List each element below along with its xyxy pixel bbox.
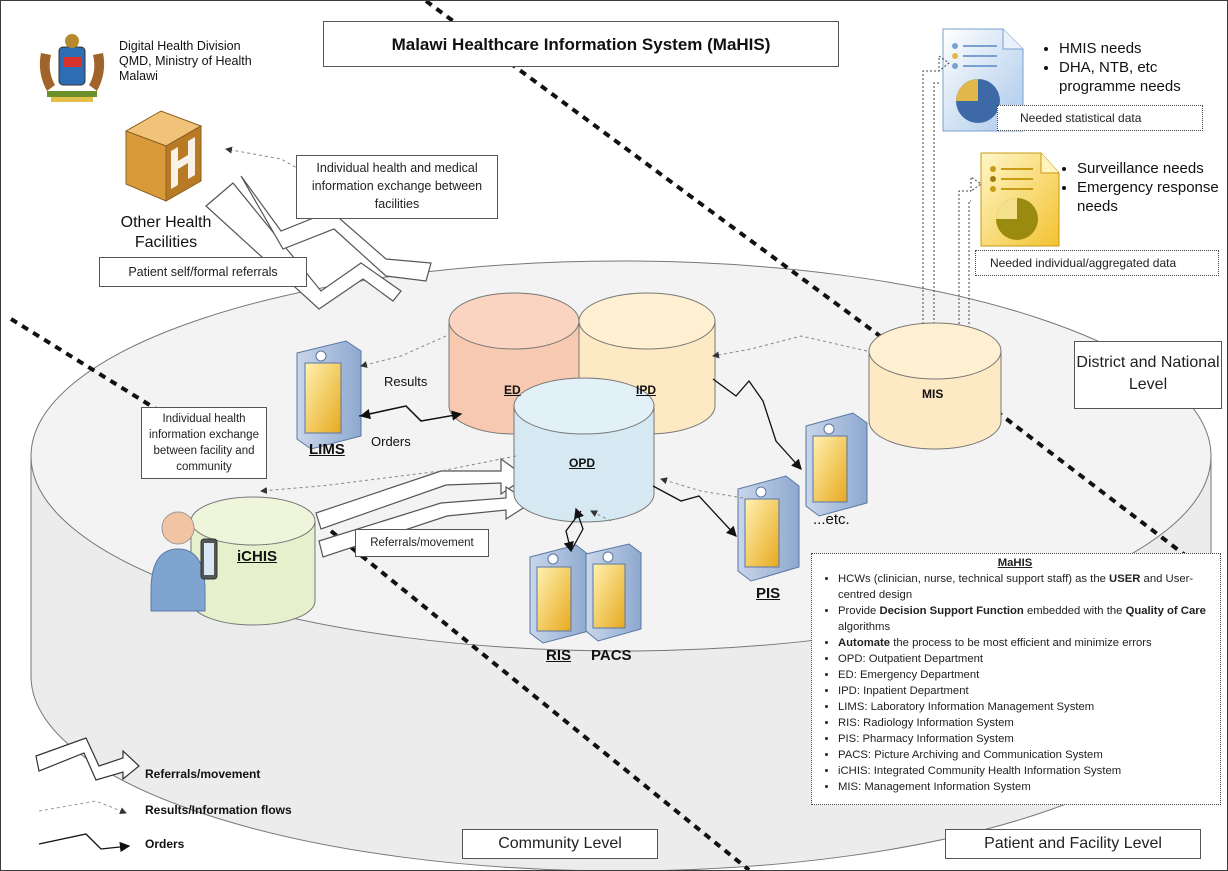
mahis-summary-item: ED: Emergency Department xyxy=(838,667,1216,683)
pacs-label: PACS xyxy=(591,647,632,664)
mahis-item-text: OPD: Outpatient Department xyxy=(838,653,984,665)
mahis-summary-item: PIS: Pharmacy Information System xyxy=(838,731,1216,747)
opd-label: OPD xyxy=(569,456,596,470)
mahis-item-text: RIS: Radiology Information System xyxy=(838,717,1014,729)
orders-label: Orders xyxy=(371,434,411,449)
mis-label: MIS xyxy=(922,387,944,401)
callout-community-exchange: Individual health information exchange b… xyxy=(141,407,267,479)
orders-arrows xyxy=(358,378,802,553)
callout-patient-referrals: Patient self/formal referrals xyxy=(99,257,307,287)
ris-label: RIS xyxy=(546,647,572,664)
mahis-item-text: Provide xyxy=(838,605,880,617)
legend-results-label: Results/Information flows xyxy=(145,803,292,817)
statistical-needs-list: HMIS needs DHA, NTB, etc programme needs xyxy=(1041,39,1227,96)
mahis-item-text: algorithms xyxy=(838,621,891,633)
results-flow-lines xyxy=(225,146,868,522)
pis-label: PIS xyxy=(756,585,781,602)
statistical-data-caption: Needed statistical data xyxy=(997,105,1203,131)
aggregated-data-caption: Needed individual/aggregated data xyxy=(975,250,1219,276)
legend-orders-label: Orders xyxy=(145,837,185,851)
mahis-item-text: embedded with the xyxy=(1023,605,1126,617)
needs-item: Emergency response needs xyxy=(1077,178,1225,216)
mahis-item-text: and User-centred design xyxy=(838,573,1194,601)
mahis-item-emphasis: USER xyxy=(1109,573,1141,585)
mahis-item-text: PIS: Pharmacy Information System xyxy=(838,733,1014,745)
mahis-summary-item: LIMS: Laboratory Information Management … xyxy=(838,699,1216,715)
mahis-summary-item: PACS: Picture Archiving and Communicatio… xyxy=(838,747,1216,763)
etc-label: ...etc. xyxy=(813,511,850,528)
mahis-summary-item: MIS: Management Information System xyxy=(838,779,1216,795)
other-health-facilities-label: Other Health Facilities xyxy=(120,214,212,251)
mahis-item-emphasis: Quality of Care xyxy=(1125,605,1206,617)
mahis-summary-item: RIS: Radiology Information System xyxy=(838,715,1216,731)
ed-label: ED xyxy=(504,383,521,397)
mahis-summary-list: HCWs (clinician, nurse, technical suppor… xyxy=(814,571,1216,795)
mahis-item-text: iCHIS: Integrated Community Health Infor… xyxy=(838,765,1122,777)
mahis-summary-item: Automate the process to be most efficien… xyxy=(838,635,1216,651)
mahis-item-text: PACS: Picture Archiving and Communicatio… xyxy=(838,749,1103,761)
ipd-label: IPD xyxy=(636,383,657,397)
page-title: Malawi Healthcare Information System (Ma… xyxy=(323,21,839,67)
surveillance-needs-list: Surveillance needs Emergency response ne… xyxy=(1059,159,1225,216)
mahis-item-emphasis: Automate xyxy=(838,637,891,649)
community-level-label: Community Level xyxy=(462,829,658,859)
mahis-summary-item: OPD: Outpatient Department xyxy=(838,651,1216,667)
ichis-label: iCHIS xyxy=(237,548,278,565)
mahis-item-text: LIMS: Laboratory Information Management … xyxy=(838,701,1095,713)
mahis-item-text: ED: Emergency Department xyxy=(838,669,980,681)
org-name: Digital Health Division QMD, Ministry of… xyxy=(119,39,252,83)
pacs-server-icon xyxy=(585,543,642,642)
mis-data-pipes xyxy=(922,55,982,356)
mahis-item-emphasis: Decision Support Function xyxy=(879,605,1024,617)
health-worker-icon xyxy=(150,511,218,612)
mahis-item-text: MIS: Management Information System xyxy=(838,781,1031,793)
mahis-item-text: HCWs (clinician, nurse, technical suppor… xyxy=(838,573,1110,585)
legend-referrals-label: Referrals/movement xyxy=(145,767,261,781)
needs-item: DHA, NTB, etc programme needs xyxy=(1059,58,1227,96)
surveillance-document-icon xyxy=(980,152,1060,247)
mis-database xyxy=(868,322,1002,450)
needs-item: Surveillance needs xyxy=(1077,159,1225,178)
mahis-item-text: IPD: Inpatient Department xyxy=(838,685,969,697)
mahis-summary-item: iCHIS: Integrated Community Health Infor… xyxy=(838,763,1216,779)
callout-referrals-movement: Referrals/movement xyxy=(355,529,489,557)
mahis-summary-box: MaHIS HCWs (clinician, nurse, technical … xyxy=(811,553,1221,805)
coat-of-arms-logo xyxy=(39,34,105,102)
needs-item: HMIS needs xyxy=(1059,39,1227,58)
mahis-summary-item: HCWs (clinician, nurse, technical suppor… xyxy=(838,571,1216,603)
health-facility-box-icon xyxy=(124,110,203,202)
mahis-summary-item: Provide Decision Support Function embedd… xyxy=(838,603,1216,635)
mahis-summary-heading: MaHIS xyxy=(997,557,1033,569)
mahis-summary-item: IPD: Inpatient Department xyxy=(838,683,1216,699)
lims-label: LIMS xyxy=(309,441,345,458)
patient-facility-level-label: Patient and Facility Level xyxy=(945,829,1201,859)
opd-database xyxy=(513,377,655,523)
district-national-level-label: District and National Level xyxy=(1074,341,1222,409)
legend-graphics xyxy=(35,737,140,853)
mahis-item-text: the process to be most efficient and min… xyxy=(890,637,1152,649)
callout-facility-exchange: Individual health and medical informatio… xyxy=(296,155,498,219)
etc-server-icon xyxy=(805,412,868,517)
results-label: Results xyxy=(384,374,428,389)
pis-server-icon xyxy=(737,475,800,582)
ichis-database xyxy=(190,496,316,626)
ris-server-icon xyxy=(529,544,590,644)
lims-server-icon xyxy=(296,340,362,450)
